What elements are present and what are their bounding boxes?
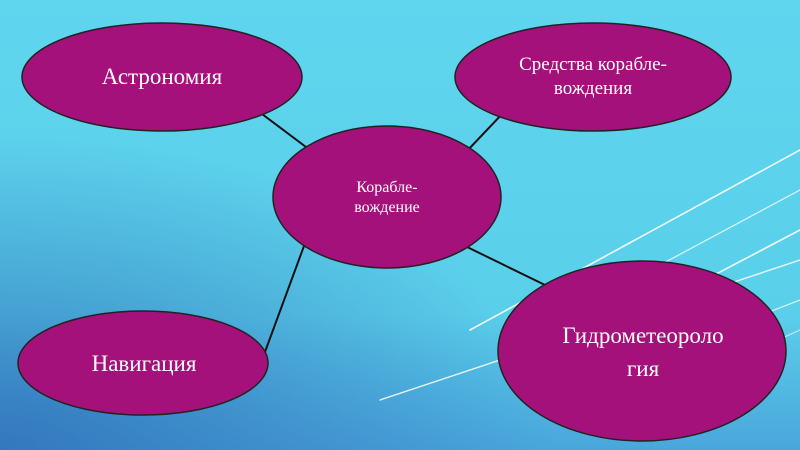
node-navigation	[17, 310, 269, 416]
nodes	[17, 22, 787, 442]
node-navigation-means	[454, 22, 732, 132]
connector-navigation-means	[465, 111, 505, 153]
connector-hydrometeorology	[462, 244, 546, 286]
node-label-astronomy: Астрономия	[101, 63, 223, 89]
node-astronomy	[21, 22, 303, 132]
connector-navigation	[261, 245, 305, 361]
node-center	[272, 125, 502, 269]
node-label-hydrometeorology: Гидрометеороло гия	[562, 322, 724, 381]
node-label-navigation-means: Средства корабле- вождения	[519, 54, 667, 99]
connectors	[261, 111, 546, 361]
node-hydrometeorology	[497, 260, 787, 442]
node-label-center: Корабле- вождение	[354, 179, 420, 216]
connector-astronomy	[261, 113, 311, 151]
node-label-navigation: Навигация	[91, 350, 197, 376]
